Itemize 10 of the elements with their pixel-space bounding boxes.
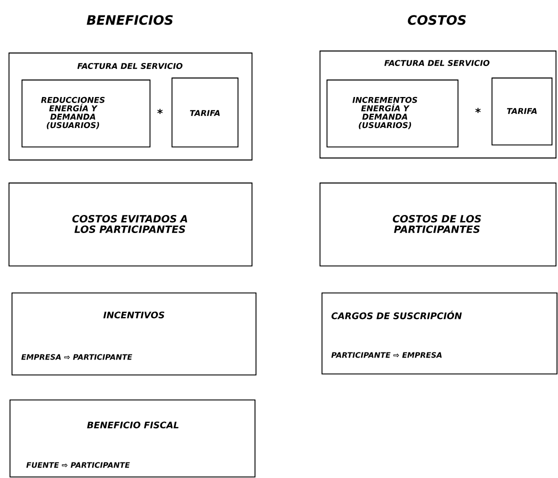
text-box: INCREMENTOS ENERGÍA Y DEMANDA (USUARIOS) — [326, 80, 458, 148]
text-box: TARIFA — [492, 78, 552, 146]
column-heading: COSTOS — [408, 15, 466, 25]
text-box: TARIFA — [172, 78, 238, 148]
text-box: COSTOS DE LOS PARTICIPANTES — [320, 182, 556, 266]
multiplication-sign: * — [475, 108, 481, 114]
text-box: REDUCCIONES ENERGÍA Y DEMANDA (USUARIOS) — [22, 80, 150, 148]
multiplication-sign: * — [157, 108, 163, 114]
text-box: COSTOS EVITADOS A LOS PARTICIPANTES — [8, 182, 252, 266]
column-heading: BENEFICIOS — [86, 15, 173, 25]
